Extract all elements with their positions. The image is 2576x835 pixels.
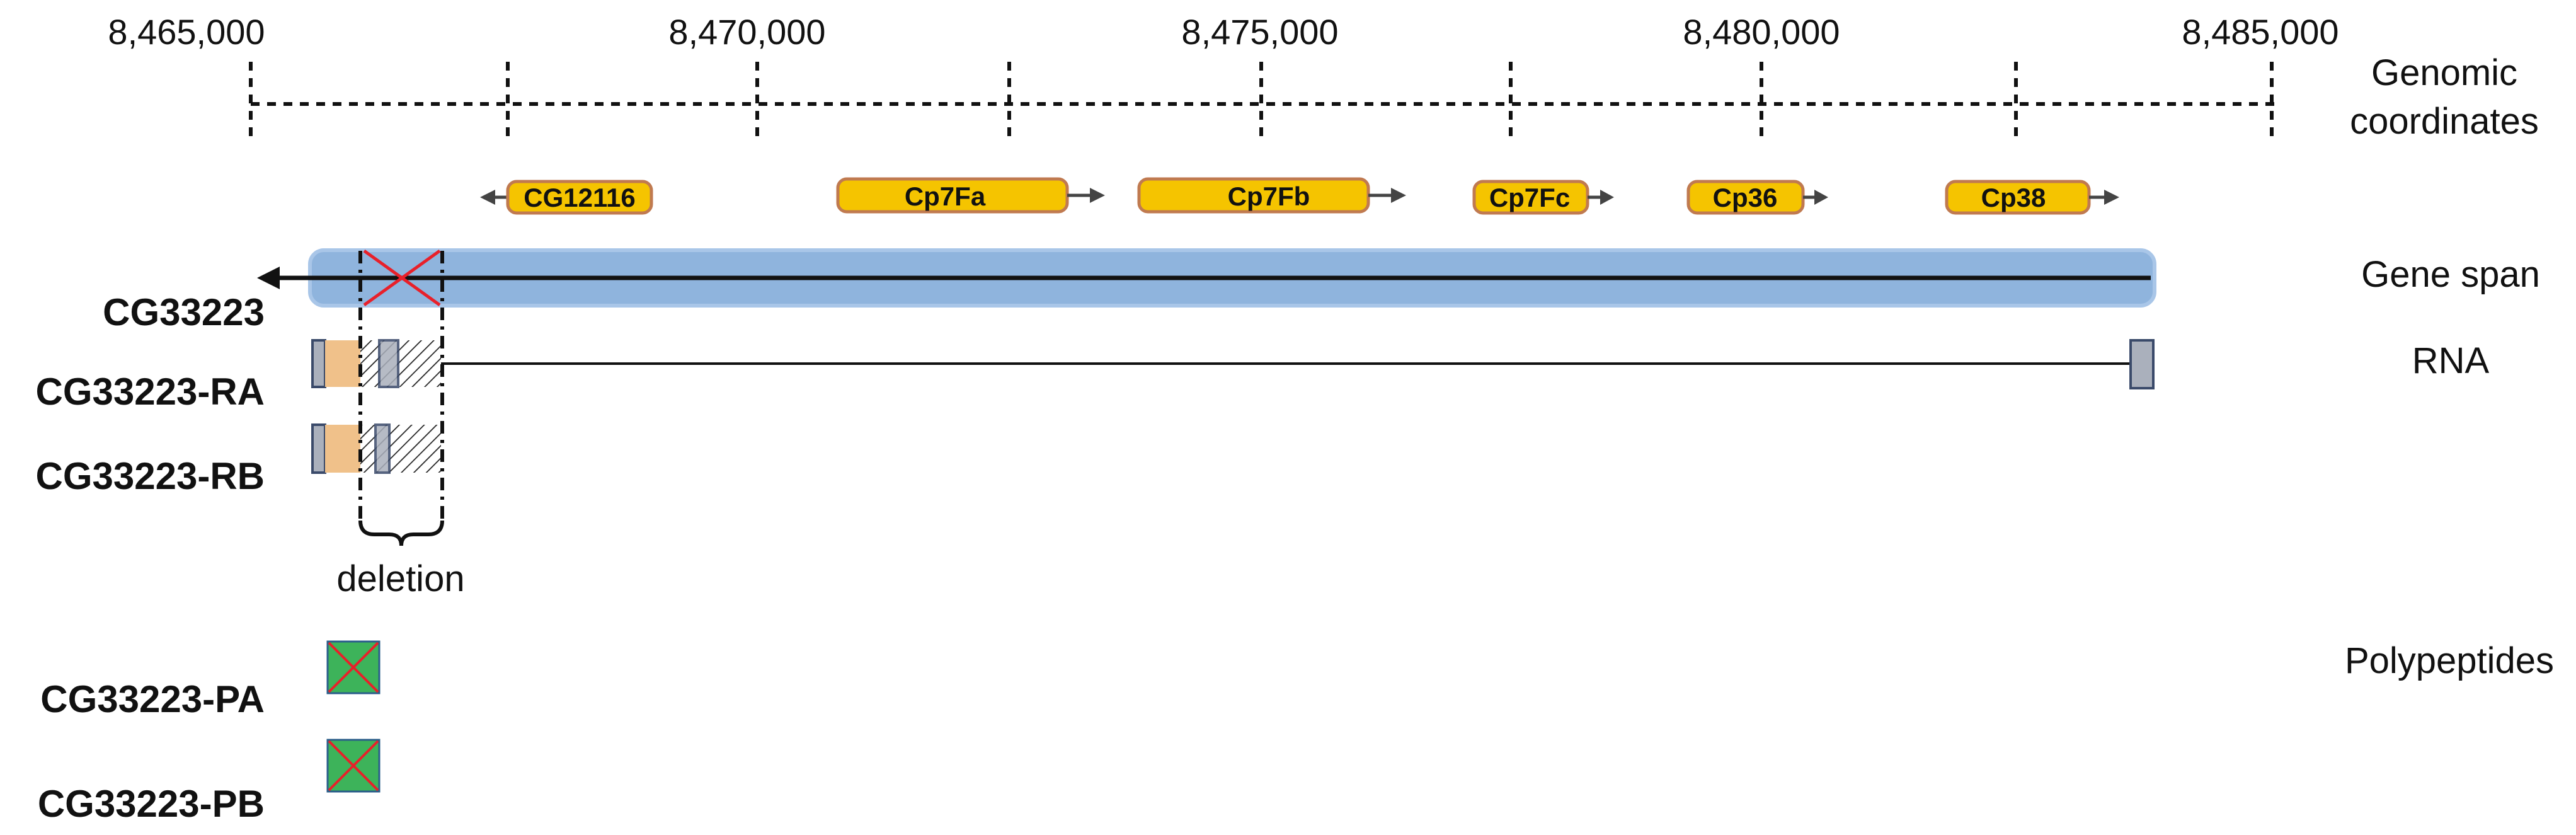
arrowhead-left-icon (257, 267, 280, 289)
polypeptides-label: Polypeptides (2345, 640, 2554, 681)
polypeptide-label: CG33223-PB (38, 783, 265, 825)
transcript-ra: CG33223-RA (36, 339, 2155, 413)
knockout-cross-icon (328, 642, 379, 693)
gene-span-label: Gene span (2361, 254, 2540, 295)
gene-cp38: Cp38 (1945, 180, 2119, 215)
deletion-label: deletion (336, 558, 464, 599)
gene-box-label: CG12116 (524, 183, 635, 212)
deleted-region (360, 425, 441, 473)
utr-exon (311, 423, 326, 474)
utr-exon (374, 423, 391, 474)
deleted-region (360, 340, 441, 387)
utr-exon (311, 339, 326, 388)
arrowhead-right-icon (1814, 190, 1828, 205)
gene-box-label: Cp7Fb (1228, 181, 1310, 211)
coordinate-ruler: 8,465,000 8,470,000 8,475,000 8,480,000 … (108, 12, 2539, 142)
gene-cg12116: CG12116 (480, 180, 653, 215)
gene-cp7fc: Cp7Fc (1472, 180, 1614, 215)
arrowhead-right-icon (1600, 190, 1614, 205)
transcript-label: CG33223-RB (36, 455, 265, 497)
arrowhead-left-icon (480, 190, 495, 205)
curly-brace-icon (358, 520, 444, 546)
gene-name-label: CG33223 (103, 291, 265, 333)
coordinate-tick-label: 8,480,000 (1683, 12, 1840, 52)
arrowhead-right-icon (2104, 190, 2119, 205)
gene-box-label: Cp38 (1981, 183, 2046, 212)
polypeptide-track: Polypeptides CG33223-PA CG33223-PB (38, 640, 2554, 825)
gene-box-label: Cp7Fa (905, 181, 986, 211)
deletion-cross-icon (363, 249, 441, 307)
arrowhead-right-icon (1090, 188, 1105, 203)
transcript-rb: CG33223-RB (36, 423, 441, 497)
gene-box (506, 180, 653, 215)
gene-cp7fa: Cp7Fa (836, 177, 1105, 214)
transcript-label: CG33223-RA (36, 371, 265, 413)
genomic-coordinates-label: Genomic (2371, 52, 2517, 93)
rna-track: RNA CG33223-RA CG33223-RB (36, 339, 2490, 497)
arrowhead-right-icon (1391, 188, 1406, 203)
gene-cp36: Cp36 (1686, 180, 1828, 215)
deletion-marker: deletion (336, 249, 465, 599)
genomic-coordinates-label: coordinates (2350, 101, 2539, 142)
coordinate-tick-label: 8,485,000 (2182, 12, 2338, 52)
polypeptide-pb: CG33223-PB (38, 739, 381, 825)
coordinate-tick-label: 8,465,000 (108, 12, 265, 52)
rna-label: RNA (2412, 340, 2490, 381)
utr-exon (378, 339, 399, 388)
gene-box-label: Cp7Fc (1489, 183, 1570, 212)
polypeptide-pa: CG33223-PA (40, 640, 381, 720)
knockout-cross-icon (328, 740, 379, 792)
neighbor-genes: CG12116 Cp7Fa Cp7Fb Cp7Fc Cp36 (480, 177, 2119, 215)
gene-box-label: Cp36 (1713, 183, 1778, 212)
coordinate-tick-label: 8,470,000 (668, 12, 825, 52)
gene-span-track: Gene span CG33223 (103, 248, 2540, 333)
coordinate-tick-label: 8,475,000 (1181, 12, 1338, 52)
polypeptide-label: CG33223-PA (40, 678, 265, 720)
gene-cp7fb: Cp7Fb (1137, 177, 1406, 214)
utr-exon (2129, 339, 2155, 389)
